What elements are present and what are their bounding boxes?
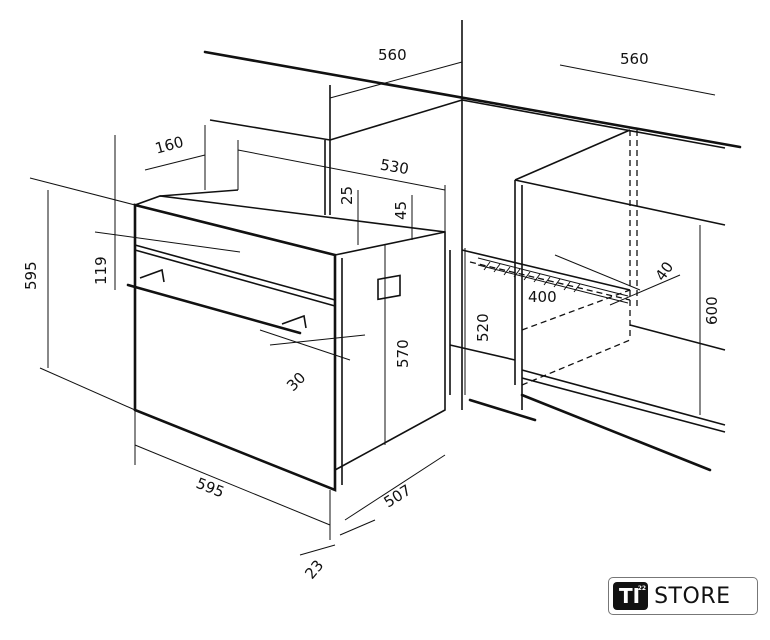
dim-top-gap: 25: [338, 186, 356, 205]
oven-handle: [126, 283, 302, 335]
dim-niche-height-low: 520: [474, 313, 492, 342]
dim-body-depth: 507: [381, 481, 415, 511]
vent-slot: [477, 257, 629, 304]
dim-front-thickness: 23: [301, 556, 327, 582]
dim-niche-height: 600: [703, 296, 721, 325]
dim-cabinet-depth-right: 560: [620, 50, 649, 68]
oven-front: [133, 203, 337, 492]
dim-handle-offset: 160: [153, 133, 185, 158]
dim-oven-width: 595: [194, 474, 227, 501]
logo-text: STORE: [654, 583, 731, 609]
dim-oven-depth-top: 530: [379, 156, 410, 179]
dim-body-height: 570: [394, 339, 412, 368]
dim-vent-depth: 40: [652, 258, 678, 284]
dim-vent-width: 400: [528, 288, 557, 306]
dim-top-recess: 45: [392, 201, 410, 220]
dim-oven-height: 595: [22, 261, 40, 290]
dimension-lines: [29, 61, 716, 556]
kitchen-cabinets: [203, 20, 742, 472]
dim-cabinet-depth-left: 560: [378, 46, 407, 64]
vent-opening: [377, 274, 401, 301]
dim-panel-height: 119: [92, 256, 110, 285]
dim-handle-depth: 30: [283, 369, 309, 395]
